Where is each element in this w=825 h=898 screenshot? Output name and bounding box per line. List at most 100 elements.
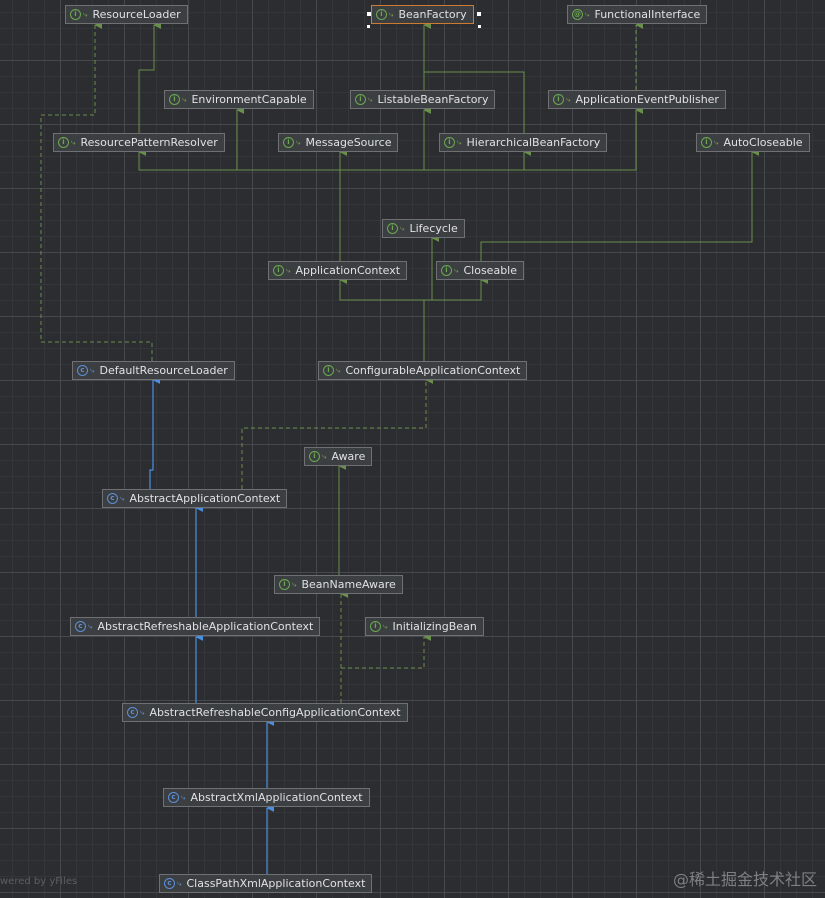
node-label: EnvironmentCapable xyxy=(191,93,307,106)
link-icon: ⤷ xyxy=(88,622,93,631)
node-label: ClassPathXmlApplicationContext xyxy=(186,877,366,890)
link-icon: ⤷ xyxy=(71,138,76,147)
edge-abstractappctx-configurable xyxy=(241,376,434,489)
link-icon: ⤷ xyxy=(383,622,388,631)
interface-icon: i xyxy=(70,9,81,20)
interface-icon: i xyxy=(444,137,455,148)
node-abstractxmlapplicationcontext[interactable]: c⤷ AbstractXmlApplicationContext xyxy=(163,788,370,807)
interface-icon: i xyxy=(376,9,387,20)
node-hierarchicalbeanfactory[interactable]: i⤷HierarchicalBeanFactory xyxy=(439,133,608,152)
node-messagesource[interactable]: i⤷MessageSource xyxy=(278,133,399,152)
edge-closeable-autocloseable xyxy=(480,148,760,261)
interface-icon: i xyxy=(309,451,320,462)
link-icon: ⤷ xyxy=(140,708,145,717)
interface-icon: i xyxy=(387,223,398,234)
node-label: ResourcePatternResolver xyxy=(80,136,218,149)
node-resourceloader[interactable]: i⤷ ResourceLoader xyxy=(65,5,188,24)
interface-icon: i xyxy=(273,265,284,276)
interface-icon: i xyxy=(58,137,69,148)
selection-handle[interactable] xyxy=(367,12,371,16)
node-label: Aware xyxy=(331,450,366,463)
node-functionalinterface[interactable]: @⤷FunctionalInterface xyxy=(567,5,708,24)
node-abstractapplicationcontext[interactable]: c⤷ AbstractApplicationContext xyxy=(102,489,288,508)
node-abstractrefreshableconfigapplicationcontext[interactable]: c⤷ AbstractRefreshableConfigApplicationCo… xyxy=(122,703,408,722)
class-icon: c xyxy=(168,792,179,803)
link-icon: ⤷ xyxy=(177,879,182,888)
node-label: DefaultResourceLoader xyxy=(99,364,228,377)
node-label: BeanFactory xyxy=(398,8,467,21)
annotation-icon: @ xyxy=(572,9,583,20)
node-environmentcapable[interactable]: i⤷EnvironmentCapable xyxy=(164,90,314,109)
watermark: @稀土掘金技术社区 xyxy=(672,870,817,889)
link-icon: ⤷ xyxy=(566,95,571,104)
edge-configurable-lifecycle xyxy=(424,234,440,301)
class-icon: c xyxy=(77,365,88,376)
interface-icon: i xyxy=(323,365,334,376)
link-icon: ⤷ xyxy=(120,494,125,503)
node-aware[interactable]: i⤷ Aware xyxy=(304,447,373,466)
node-label: BeanNameAware xyxy=(301,578,396,591)
edge-resourcepatternresolver-resourceloader xyxy=(138,21,162,133)
class-icon: c xyxy=(107,493,118,504)
node-label: ConfigurableApplicationContext xyxy=(345,364,521,377)
node-label: InitializingBean xyxy=(392,620,477,633)
selection-handle[interactable] xyxy=(367,25,370,28)
node-label: AbstractXmlApplicationContext xyxy=(190,791,363,804)
interface-icon: i xyxy=(701,137,712,148)
class-icon: c xyxy=(127,707,138,718)
node-configurableapplicationcontext[interactable]: i⤷ ConfigurableApplicationContext xyxy=(318,361,528,380)
link-icon: ⤷ xyxy=(454,266,459,275)
interface-icon: i xyxy=(553,94,564,105)
edge-appctx-eventpublisher xyxy=(524,106,644,171)
link-icon: ⤷ xyxy=(714,138,719,147)
node-defaultresourceloader[interactable]: c⤷DefaultResourceLoader xyxy=(72,361,235,380)
link-icon: ⤷ xyxy=(336,366,341,375)
powered-by-text: wered by yFiles xyxy=(0,876,78,887)
node-applicationcontext[interactable]: i⤷ ApplicationContext xyxy=(268,261,408,280)
node-label: AbstractApplicationContext xyxy=(129,492,281,505)
selection-handle[interactable] xyxy=(478,25,481,28)
link-icon: ⤷ xyxy=(83,10,88,19)
node-label: AutoCloseable xyxy=(723,136,803,149)
node-label: MessageSource xyxy=(305,136,392,149)
link-icon: ⤷ xyxy=(296,138,301,147)
node-resourcepatternresolver[interactable]: i⤷ ResourcePatternResolver xyxy=(53,133,225,152)
link-icon: ⤷ xyxy=(457,138,462,147)
node-label: ApplicationEventPublisher xyxy=(575,93,719,106)
edge-refreshableconfig-initializingbean xyxy=(341,633,432,669)
link-icon: ⤷ xyxy=(322,452,327,461)
edge-configurable-appctx xyxy=(339,276,425,361)
interface-icon: i xyxy=(441,265,452,276)
node-beannameaware[interactable]: i⤷BeanNameAware xyxy=(274,575,403,594)
node-label: Lifecycle xyxy=(409,222,458,235)
node-abstractrefreshableapplicationcontext[interactable]: c⤷ AbstractRefreshableApplicationContext xyxy=(70,617,321,636)
link-icon: ⤷ xyxy=(400,224,405,233)
link-icon: ⤷ xyxy=(389,10,394,19)
node-closeable[interactable]: i⤷ Closeable xyxy=(436,261,524,280)
node-label: AbstractRefreshableApplicationContext xyxy=(97,620,314,633)
node-label: Closeable xyxy=(463,264,517,277)
node-label: ApplicationContext xyxy=(295,264,401,277)
node-label: AbstractRefreshableConfigApplicationCont… xyxy=(149,706,401,719)
selection-handle[interactable] xyxy=(477,12,481,16)
link-icon: ⤷ xyxy=(286,266,291,275)
node-listablebeanfactory[interactable]: i⤷ListableBeanFactory xyxy=(350,90,496,109)
interface-icon: i xyxy=(355,94,366,105)
edge-configurable-closeable xyxy=(432,276,489,301)
interface-icon: i xyxy=(370,621,381,632)
interface-icon: i xyxy=(279,579,290,590)
node-autocloseable[interactable]: i⤷ AutoCloseable xyxy=(696,133,810,152)
link-icon: ⤷ xyxy=(181,793,186,802)
node-beanfactory[interactable]: i⤷ BeanFactory xyxy=(371,5,474,24)
node-label: FunctionalInterface xyxy=(594,8,701,21)
class-icon: c xyxy=(75,621,86,632)
node-classpathxmlapplicationcontext[interactable]: c⤷ClassPathXmlApplicationContext xyxy=(159,874,373,893)
edge-appctx-resourcepatternresolver xyxy=(138,148,341,261)
node-initializingbean[interactable]: i⤷ InitializingBean xyxy=(365,617,484,636)
node-applicationeventpublisher[interactable]: i⤷ ApplicationEventPublisher xyxy=(548,90,726,109)
edge-defaultresourceloader-resourceloader xyxy=(40,21,153,361)
node-label: ResourceLoader xyxy=(92,8,181,21)
node-lifecycle[interactable]: i⤷ Lifecycle xyxy=(382,219,465,238)
link-icon: ⤷ xyxy=(182,95,187,104)
